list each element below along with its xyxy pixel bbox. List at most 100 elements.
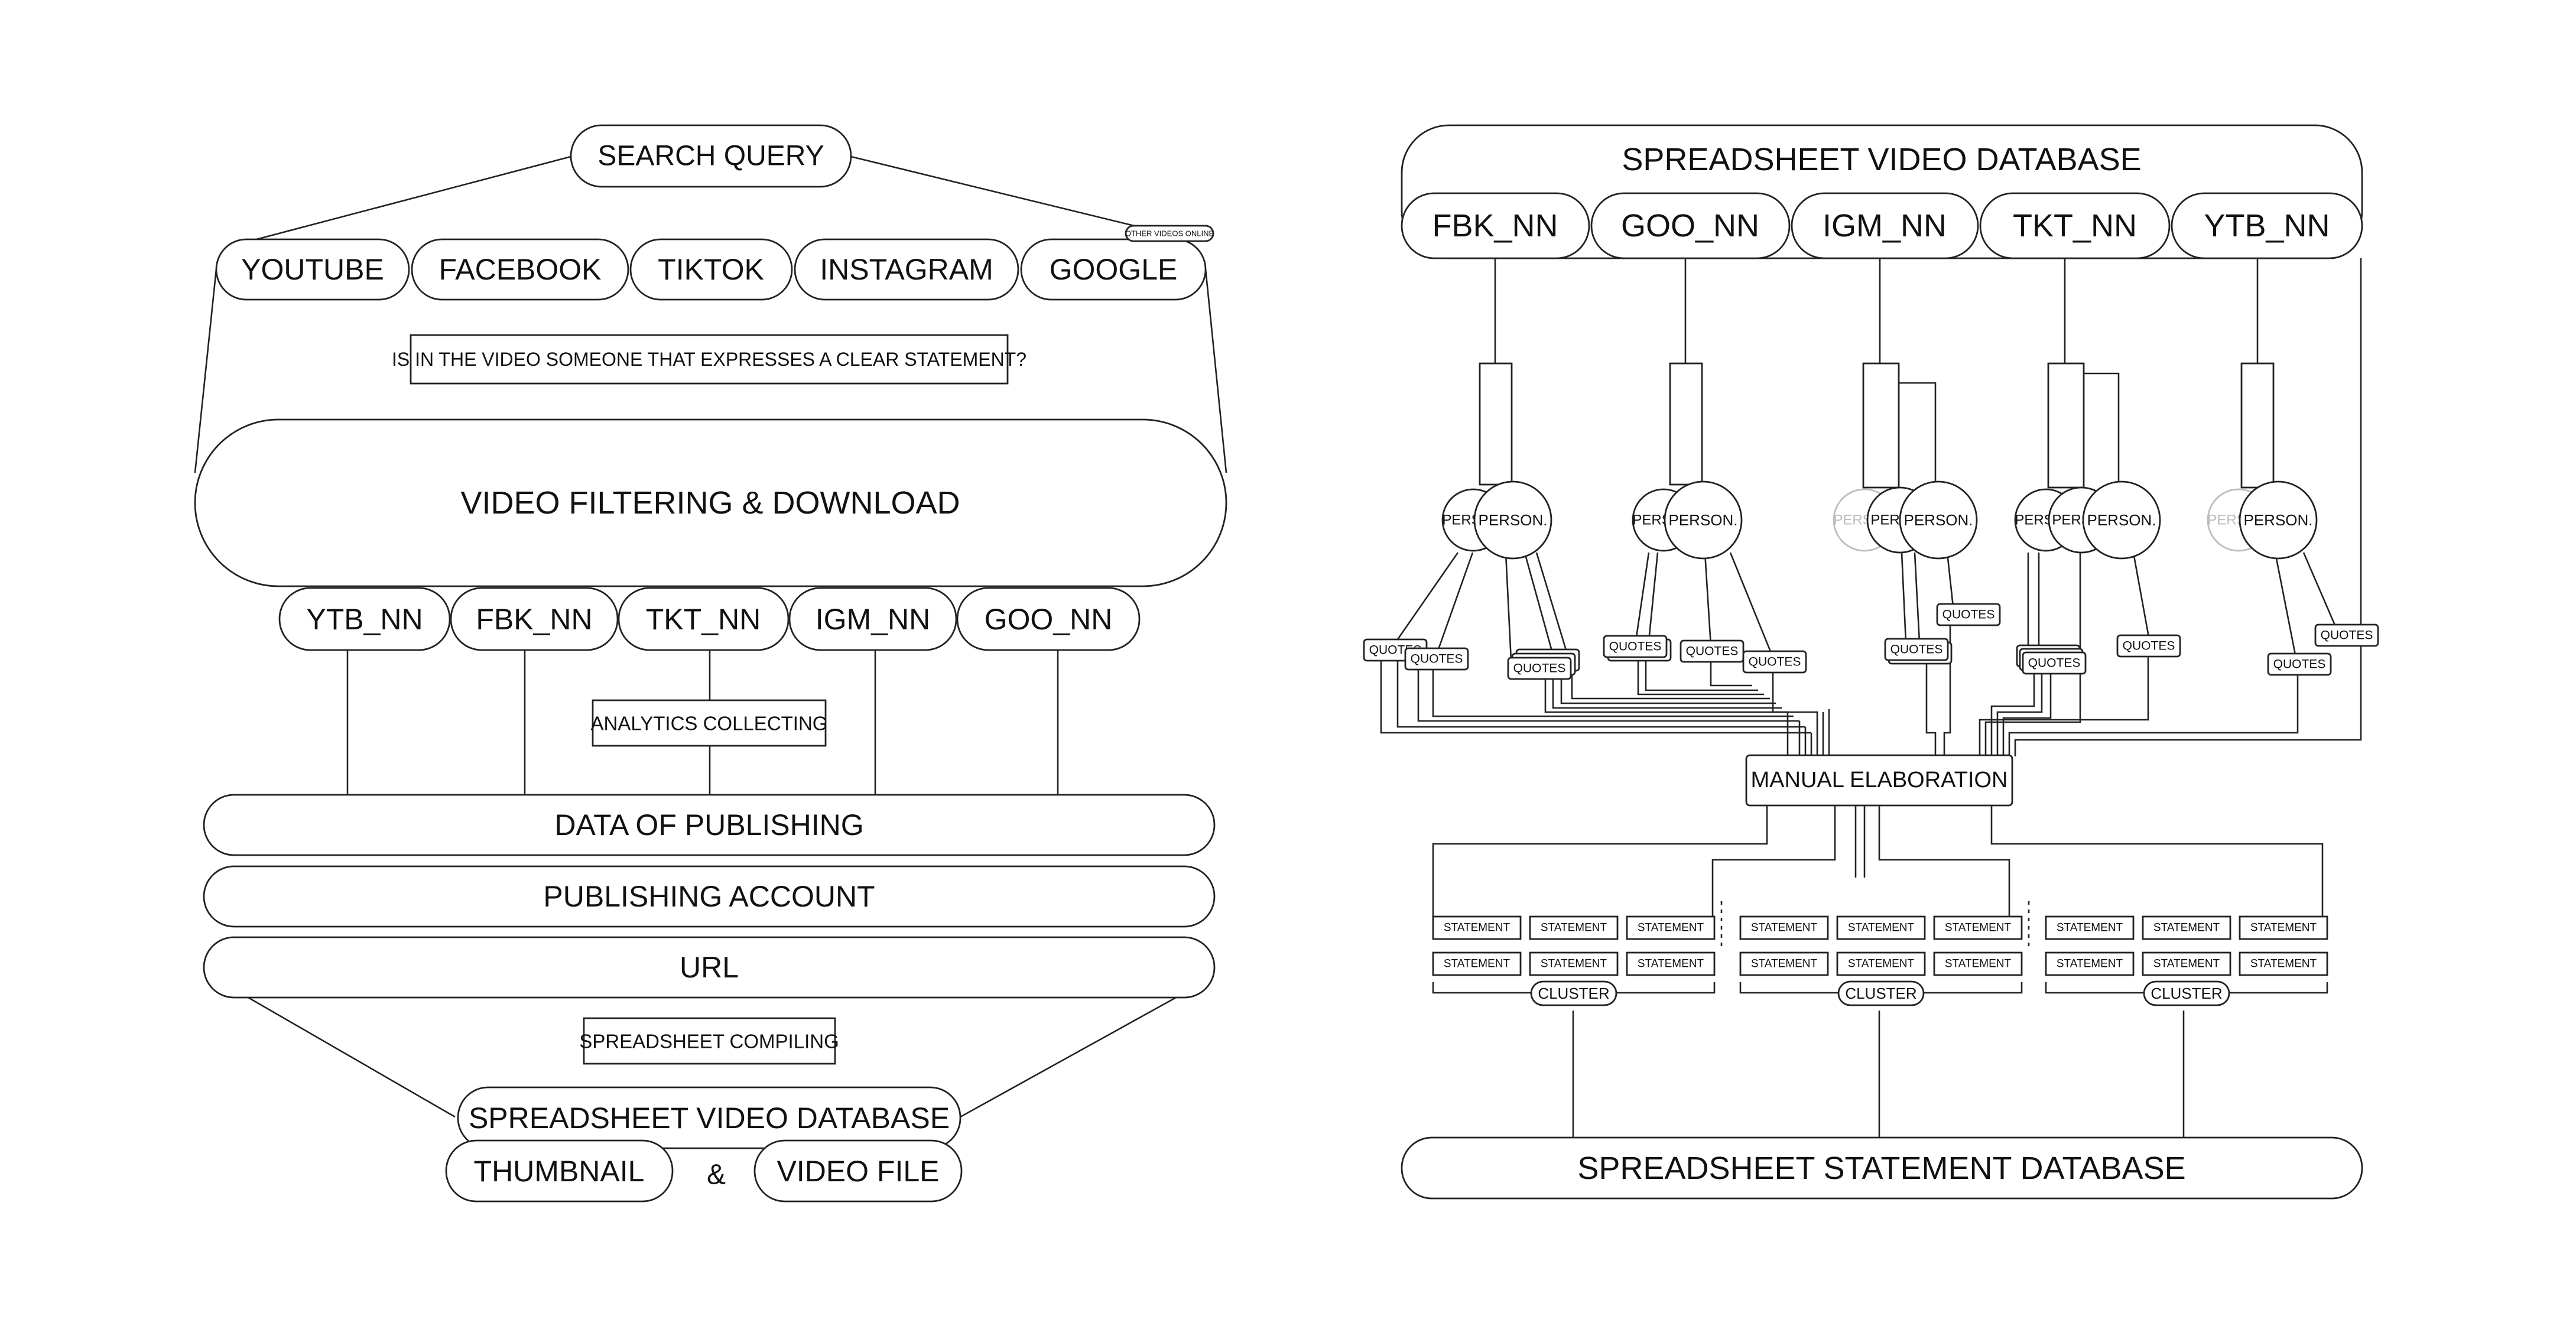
statement-box bbox=[1529, 951, 1619, 976]
statement-label: STATEMENT bbox=[1444, 922, 1510, 934]
statement-database-label: SPREADSHEET STATEMENT DATABASE bbox=[1577, 1151, 2185, 1186]
platform-facebook bbox=[411, 238, 629, 301]
person-label: PERSON. bbox=[1903, 511, 1973, 529]
quotes-tag bbox=[1936, 603, 2001, 626]
statement-box bbox=[1933, 951, 2023, 976]
person-node bbox=[1899, 480, 1978, 560]
statement-label: STATEMENT bbox=[1751, 922, 1818, 934]
question-label: IS IN THE VIDEO SOMEONE THAT EXPRESSES A… bbox=[392, 349, 1026, 370]
person-label: PERSON. bbox=[1668, 511, 1737, 529]
left-connectors bbox=[194, 155, 1227, 1118]
code-tkt-nn bbox=[618, 587, 790, 651]
statement-label: STATEMENT bbox=[1945, 922, 2012, 934]
right-code-tkt-nn bbox=[1979, 192, 2171, 259]
quotes-tag-label: QUOTES bbox=[2321, 629, 2373, 642]
person-clipped-label: PERS bbox=[2015, 512, 2053, 528]
cluster-bracket bbox=[1924, 982, 2023, 994]
platform-tiktok-label: TIKTOK bbox=[658, 253, 764, 286]
cluster-label: CLUSTER bbox=[1845, 985, 1916, 1002]
statement-branches bbox=[1432, 805, 2324, 948]
quotes-tag-label: QUOTES bbox=[1942, 608, 1995, 622]
data-of-publishing-bar bbox=[203, 794, 1216, 856]
quotes-tag bbox=[2116, 634, 2181, 658]
cluster-pill bbox=[2143, 980, 2230, 1006]
question-box bbox=[410, 334, 1009, 385]
quotes-tag bbox=[2022, 651, 2087, 675]
quotes-tag-label: QUOTES bbox=[2028, 657, 2081, 670]
compiling-label: SPREADSHEET COMPILING bbox=[579, 1031, 839, 1052]
quote-routing-lines bbox=[1380, 258, 2362, 756]
quotes-tag-label: QUOTES bbox=[2273, 658, 2326, 671]
cluster-label: CLUSTER bbox=[2151, 985, 2222, 1002]
statement-label: STATEMENT bbox=[2057, 922, 2123, 934]
statement-box bbox=[2045, 915, 2135, 940]
thumbnail-label: THUMBNAIL bbox=[474, 1155, 645, 1188]
video-filtering-label: VIDEO FILTERING & DOWNLOAD bbox=[460, 485, 960, 521]
analytics-label: ANALYTICS COLLECTING bbox=[591, 713, 828, 735]
persons: PERS PERSON. PERS PERSON. PERS PERS PERS… bbox=[1441, 480, 2318, 560]
person-label: PERSON. bbox=[1478, 511, 1547, 529]
thumbnail-pill bbox=[445, 1139, 674, 1203]
analytics-box bbox=[592, 699, 827, 747]
statement-box bbox=[1529, 915, 1619, 940]
right-code-igm-nn-label: IGM_NN bbox=[1823, 208, 1947, 243]
statement-box bbox=[2239, 951, 2328, 976]
platform-google-label: GOOGLE bbox=[1050, 253, 1178, 286]
code-igm-nn bbox=[788, 587, 957, 651]
publishing-account-bar bbox=[203, 865, 1216, 928]
statement-label: STATEMENT bbox=[2057, 958, 2123, 970]
code-fbk-nn bbox=[450, 587, 619, 651]
other-videos-tag bbox=[1125, 225, 1214, 242]
quotes-tag-label: QUOTES bbox=[1513, 662, 1566, 675]
code-goo-nn-label: GOO_NN bbox=[985, 603, 1113, 636]
video-filtering-stadium bbox=[194, 418, 1227, 587]
video-file-label: VIDEO FILE bbox=[777, 1155, 939, 1188]
platform-google bbox=[1020, 238, 1207, 301]
url-label: URL bbox=[680, 951, 739, 984]
right-code-igm-nn bbox=[1791, 192, 1979, 259]
code-igm-nn-label: IGM_NN bbox=[816, 603, 930, 636]
quotes-tag-label: QUOTES bbox=[1686, 645, 1739, 658]
platform-instagram bbox=[794, 238, 1019, 301]
statement-label: STATEMENT bbox=[2250, 922, 2317, 934]
quotes-tag bbox=[1404, 647, 1469, 671]
statement-box bbox=[1836, 951, 1926, 976]
statement-label: STATEMENT bbox=[1638, 922, 1704, 934]
person-node bbox=[1473, 480, 1552, 560]
person-label: PERSON. bbox=[2243, 511, 2312, 529]
right-code-goo-nn-label: GOO_NN bbox=[1621, 208, 1759, 243]
quotes-tag bbox=[1742, 650, 1807, 674]
quotes-tag-label: QUOTES bbox=[2123, 639, 2175, 653]
ampersand-label: & bbox=[707, 1159, 726, 1191]
statement-box bbox=[1432, 951, 1522, 976]
platform-youtube-label: YOUTUBE bbox=[241, 253, 384, 286]
other-videos-label: OTHER VIDEOS ONLINE bbox=[1125, 229, 1214, 238]
statement-database-pill bbox=[1401, 1136, 2363, 1200]
right-code-goo-nn bbox=[1590, 192, 1791, 259]
cluster-bracket bbox=[1739, 982, 1838, 994]
statement-label: STATEMENT bbox=[1945, 958, 2012, 970]
left-flow-diagram: SEARCH QUERY YOUTUBE FACEBOOK TIKTOK INS… bbox=[194, 124, 1227, 1203]
quotes-tag bbox=[2267, 652, 2332, 676]
person-label: PERSON. bbox=[2087, 511, 2156, 529]
quotes-tag-label: QUOTES bbox=[1609, 640, 1662, 654]
quotes-tag bbox=[1884, 638, 1949, 661]
right-flow-diagram: SPREADSHEET VIDEO DATABASE FBK_NN GOO_NN… bbox=[1363, 124, 2379, 1200]
cluster-bracket bbox=[1432, 982, 1531, 994]
statement-box bbox=[2239, 915, 2328, 940]
code-ytb-nn-label: YTB_NN bbox=[306, 603, 423, 636]
cluster-label: CLUSTER bbox=[1538, 985, 1609, 1002]
statement-box bbox=[1626, 915, 1716, 940]
url-bar bbox=[203, 936, 1216, 999]
statement-box bbox=[1933, 915, 2023, 940]
left-video-database-pill bbox=[457, 1086, 961, 1149]
statement-label: STATEMENT bbox=[1541, 958, 1607, 970]
platform-youtube bbox=[215, 238, 410, 301]
quotes-tag bbox=[1680, 639, 1745, 663]
quotes-tags: QUOTES QUOTES QUOTES QUOTES QUOTES QUOTE… bbox=[1363, 603, 2379, 680]
statement-box bbox=[1432, 915, 1522, 940]
person-node bbox=[1664, 480, 1743, 560]
statement-label: STATEMENT bbox=[1848, 958, 1915, 970]
